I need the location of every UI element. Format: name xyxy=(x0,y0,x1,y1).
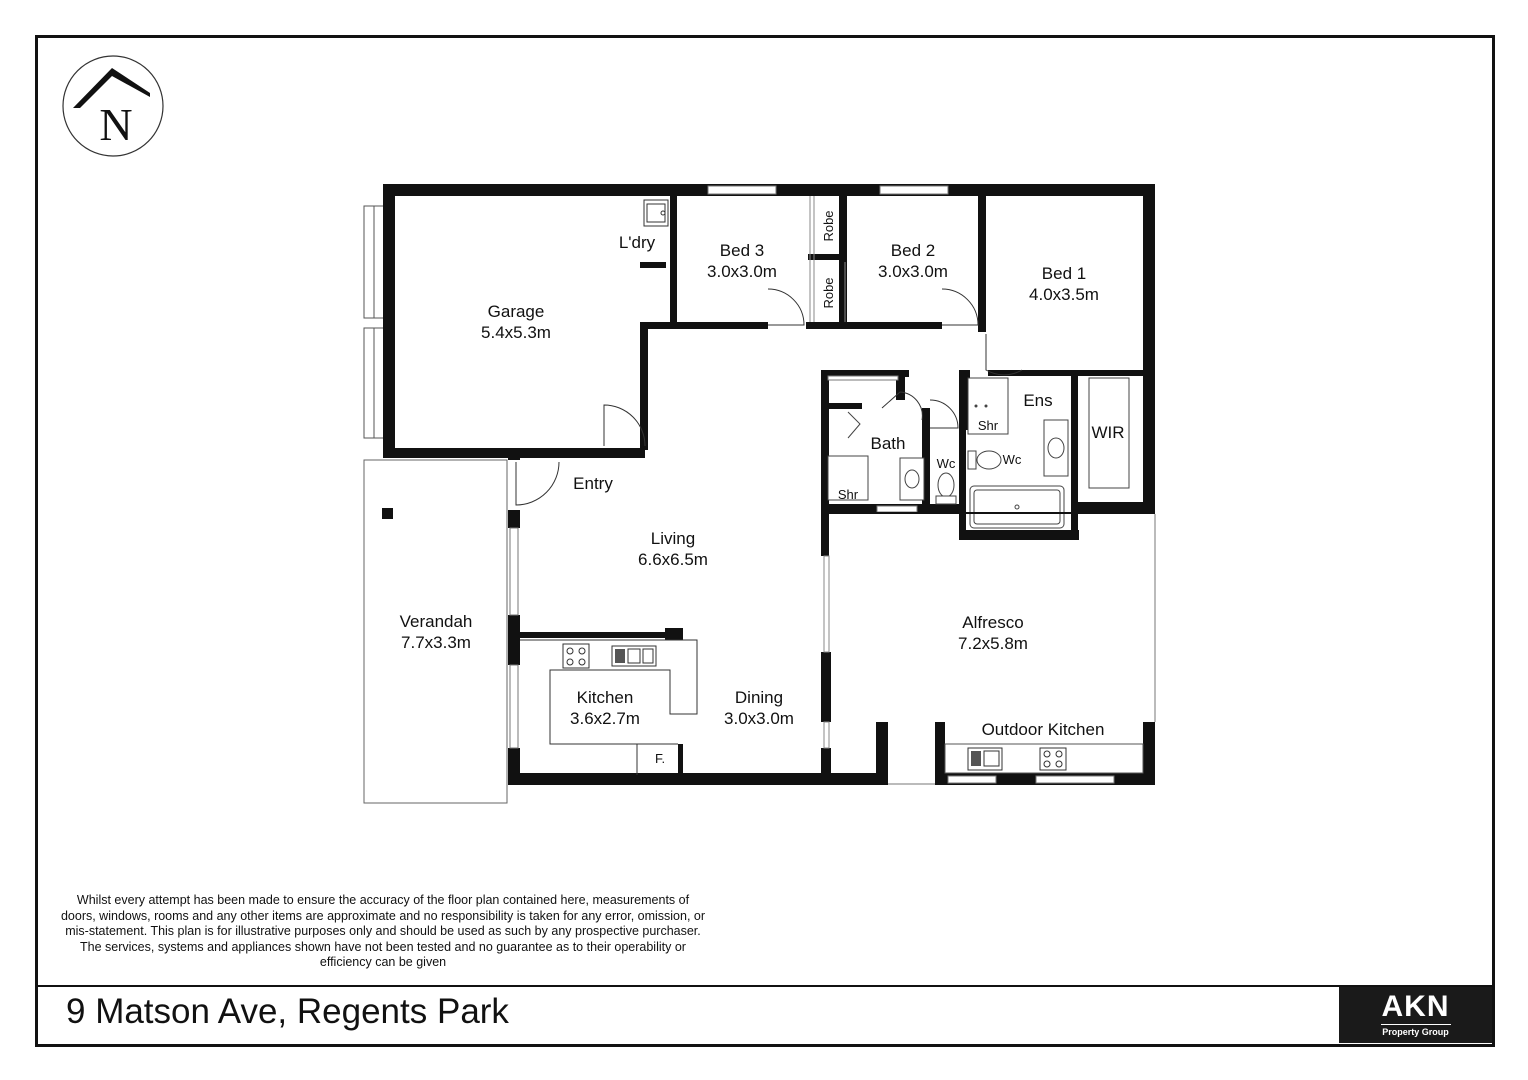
dining-size: 3.0x3.0m xyxy=(724,709,794,728)
verandah-post xyxy=(382,508,393,519)
bed2-name: Bed 2 xyxy=(891,241,935,260)
wardrobe-icon xyxy=(1088,377,1130,489)
bed3-name: Bed 3 xyxy=(720,241,764,260)
kitchen-size: 3.6x2.7m xyxy=(570,709,640,728)
logo-main-text: AKN xyxy=(1381,990,1450,1023)
toilet-icon xyxy=(937,472,955,498)
cooktop-icon xyxy=(562,643,590,669)
bbq-icon xyxy=(1039,747,1067,771)
ensuite-name: Ens xyxy=(1023,391,1052,410)
alfresco-name: Alfresco xyxy=(962,613,1023,632)
door-swings xyxy=(515,288,1023,506)
bed2-size: 3.0x3.0m xyxy=(878,262,948,281)
page-frame xyxy=(35,35,1495,1047)
laundry-name: L'dry xyxy=(619,233,656,252)
property-address: 9 Matson Ave, Regents Park xyxy=(66,992,509,1031)
kitchen-name: Kitchen xyxy=(577,688,634,707)
ensuite-shower-name: Shr xyxy=(978,418,999,433)
garage-name: Garage xyxy=(488,302,545,321)
entry-name: Entry xyxy=(573,474,613,493)
floor-plan: N xyxy=(62,55,1156,804)
robe-lower-name: Robe xyxy=(821,277,836,308)
bath-name: Bath xyxy=(871,434,906,453)
fridge-label: F. xyxy=(655,751,665,766)
shower-icon xyxy=(827,455,869,501)
dining-name: Dining xyxy=(735,688,783,707)
wc-name: Wc xyxy=(937,456,956,471)
footer-divider xyxy=(38,985,1492,987)
alfresco-size: 7.2x5.8m xyxy=(958,634,1028,653)
robe-upper-name: Robe xyxy=(821,210,836,241)
ensuite-wc-name: Wc xyxy=(1003,452,1022,467)
compass-letter: N xyxy=(99,99,132,150)
verandah-name: Verandah xyxy=(400,612,473,631)
outdoor-kitchen-name: Outdoor Kitchen xyxy=(982,720,1105,739)
bathtub-icon xyxy=(969,485,1065,529)
exterior-walls xyxy=(383,184,1155,785)
bed1-size: 4.0x3.5m xyxy=(1029,285,1099,304)
logo-sub-text: Property Group xyxy=(1382,1027,1449,1037)
logo-divider xyxy=(1380,1024,1451,1025)
bed1-name: Bed 1 xyxy=(1042,264,1086,283)
wir-name: WIR xyxy=(1091,423,1124,442)
living-name: Living xyxy=(651,529,695,548)
living-size: 6.6x6.5m xyxy=(638,550,708,569)
kitchen-bench xyxy=(520,639,698,745)
disclaimer-text: Whilst every attempt has been made to en… xyxy=(60,893,706,969)
akn-logo: AKN Property Group xyxy=(1339,987,1492,1043)
verandah-size: 7.7x3.3m xyxy=(401,633,471,652)
ensuite-toilet-icon xyxy=(976,450,1002,470)
vanity-icon xyxy=(899,457,925,501)
north-compass-icon: N xyxy=(62,55,164,157)
bath-shower-name: Shr xyxy=(838,487,859,502)
bed3-size: 3.0x3.0m xyxy=(707,262,777,281)
garage-size: 5.4x5.3m xyxy=(481,323,551,342)
